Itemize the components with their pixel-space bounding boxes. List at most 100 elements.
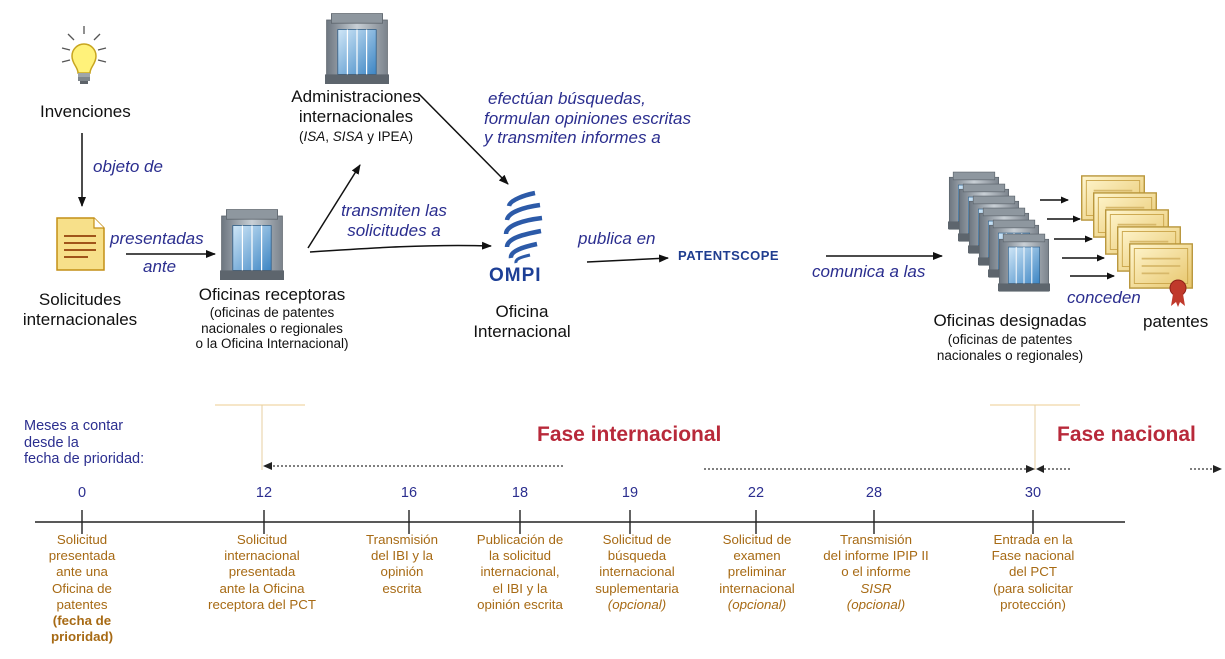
step-16-line: escrita: [382, 580, 422, 596]
step-0-description: Solicitud presentada ante una Oficina de…: [49, 532, 116, 646]
administraciones-line-1: Administraciones: [291, 87, 421, 106]
administraciones-label: Administraciones internacionales: [291, 87, 420, 126]
step-0-line: Oficina de: [52, 580, 112, 596]
meses-line-2: desde la: [24, 434, 79, 451]
ompi-logo-text: OMPI: [489, 265, 542, 286]
step-16-line: del IBI y la: [370, 548, 434, 564]
patentes-certificates-icon: [1080, 175, 1194, 307]
step-0-line: Solicitud: [56, 532, 108, 547]
step-12-line: Solicitud: [236, 532, 288, 547]
step-0-bold-line: prioridad): [50, 629, 114, 645]
ompi-logo-icon: [503, 190, 543, 264]
lightbulb-icon: [61, 26, 107, 84]
efectuan-label: efectúan búsquedas, formulan opiniones e…: [484, 89, 691, 148]
month-28: 28: [865, 485, 883, 501]
conceden-label: conceden: [1067, 288, 1141, 307]
month-18: 18: [511, 485, 529, 501]
solicitudes-line-2: internacionales: [22, 309, 138, 329]
solicitudes-label: Solicitudes internacionales: [23, 290, 137, 329]
step-16-line: Transmisión: [366, 532, 438, 547]
comunica-label: comunica a las: [812, 262, 926, 281]
meses-line-3: fecha de prioridad:: [24, 451, 145, 468]
step-18-line: la solicitud: [488, 548, 552, 564]
step-28-line: Transmisión: [840, 532, 912, 547]
step-18-line: el IBI y la: [492, 580, 548, 596]
step-12-line: ante la Oficina: [219, 580, 305, 596]
fase-internacional-title: Fase internacional: [537, 423, 722, 446]
timeline: [35, 404, 1222, 534]
comma-text: ,: [325, 129, 333, 144]
step-28-description: Transmisión del informe IPIP II o el inf…: [823, 532, 928, 613]
step-19-line: suplementaria: [595, 580, 679, 596]
step-28-sisr: SISR: [860, 580, 892, 596]
presentadas-label: presentadas: [110, 229, 204, 248]
step-16-line: opinión: [380, 564, 424, 580]
oficinas-designadas-subtitle: (oficinas de patentes nacionales o regio…: [937, 332, 1083, 363]
step-19-description: Solicitud de búsqueda internacional supl…: [595, 532, 679, 613]
oficinas-receptoras-sub-2: nacionales o regionales: [201, 320, 343, 336]
month-19: 19: [621, 485, 639, 501]
fase-nacional-title: Fase nacional: [1057, 423, 1196, 446]
diagram-arrows: [78, 92, 1115, 280]
patentes-label: patentes: [1143, 312, 1209, 331]
ante-label: ante: [143, 257, 177, 276]
step-0-line: patentes: [56, 596, 108, 612]
step-18-line: internacional,: [480, 564, 560, 580]
step-22-line: Solicitud de: [722, 532, 792, 547]
step-22-line: examen: [733, 548, 781, 564]
oficina-internacional-line-1: Oficina: [495, 302, 549, 321]
step-19-opcional: (opcional): [607, 596, 667, 612]
step-19-line: internacional: [599, 564, 675, 580]
step-0-line: presentada: [48, 548, 116, 564]
step-19-line: búsqueda: [607, 548, 667, 564]
administraciones-building-icon: [325, 13, 389, 84]
oficinas-designadas-buildings-icon: [948, 171, 1050, 292]
transmiten-label: transmiten las solicitudes a: [341, 201, 447, 240]
step-28-opcional: (opcional): [846, 596, 906, 612]
step-19-line: Solicitud de: [602, 532, 672, 547]
month-12: 12: [255, 485, 273, 501]
invenciones-label: Invenciones: [40, 102, 131, 121]
administraciones-subtitle: (ISA, SISA y IPEA): [298, 129, 414, 144]
step-30-line: del PCT: [1008, 564, 1058, 580]
ipea-text: y IPEA): [363, 129, 414, 144]
objeto-de-label: objeto de: [93, 157, 163, 176]
oficinas-designadas-sub-2: nacionales o regionales): [936, 347, 1084, 363]
step-12-description: Solicitud internacional presentada ante …: [208, 532, 316, 613]
administraciones-line-2: internacionales: [298, 106, 414, 126]
step-30-line: protección): [1000, 596, 1066, 612]
meses-label: Meses a contar desde la fecha de priorid…: [24, 418, 144, 468]
step-22-description: Solicitud de examen preliminar internaci…: [719, 532, 794, 613]
oficina-receptora-building-icon: [220, 209, 284, 280]
efectuan-line-2: formulan opiniones escritas: [484, 108, 691, 128]
step-18-line: Publicación de: [476, 532, 564, 547]
step-30-line: (para solicitar: [993, 580, 1073, 596]
oficinas-receptoras-subtitle: (oficinas de patentes nacionales o regio…: [195, 305, 348, 352]
oficinas-designadas-sub-1: (oficinas de patentes: [947, 332, 1073, 347]
document-icon: [56, 217, 105, 271]
step-18-line: opinión escrita: [477, 596, 563, 612]
oficinas-receptoras-sub-1: (oficinas de patentes: [209, 305, 335, 320]
step-28-line: del informe IPIP II: [823, 548, 929, 564]
efectuan-line-1: efectúan búsquedas,: [488, 89, 646, 108]
isa-text: ISA: [303, 129, 326, 144]
publica-en-label: publica en: [578, 229, 656, 248]
meses-line-1: Meses a contar: [24, 418, 124, 434]
step-22-line: preliminar: [727, 564, 787, 580]
step-30-description: Entrada en la Fase nacional del PCT (par…: [992, 532, 1075, 613]
transmiten-line-2: solicitudes a: [347, 220, 441, 240]
month-30: 30: [1024, 485, 1042, 501]
step-30-line: Fase nacional: [991, 548, 1075, 564]
step-30-line: Entrada en la: [993, 532, 1073, 547]
oficinas-receptoras-sub-3: o la Oficina Internacional): [195, 336, 349, 352]
step-18-description: Publicación de la solicitud internaciona…: [477, 532, 564, 613]
patentscope-link[interactable]: PATENTSCOPE: [678, 248, 780, 263]
oficina-internacional-label: Oficina Internacional: [473, 302, 570, 341]
oficinas-designadas-label: Oficinas designadas: [933, 311, 1087, 330]
step-28-line: o el informe: [841, 564, 911, 580]
oficinas-receptoras-label: Oficinas receptoras: [198, 285, 346, 304]
oficina-internacional-line-2: Internacional: [473, 321, 571, 341]
month-22: 22: [747, 485, 765, 501]
step-12-line: presentada: [228, 564, 296, 580]
